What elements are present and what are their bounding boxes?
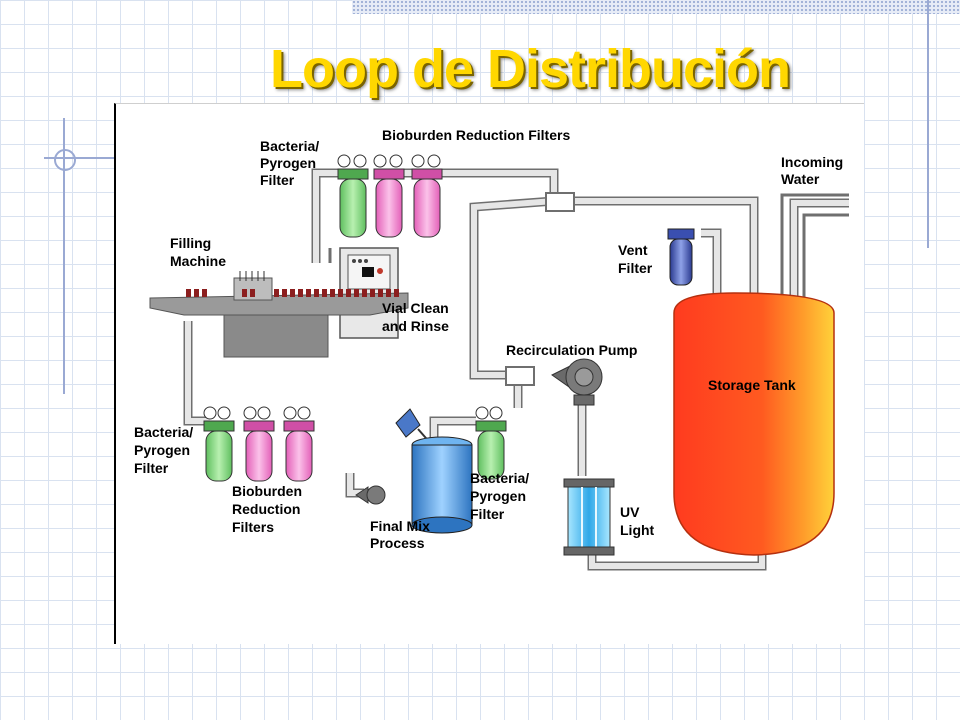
label-storage-tank: Storage Tank	[708, 377, 796, 393]
diagram-labels: Bioburden Reduction Filters Bacteria/ Py…	[134, 127, 843, 551]
pink-filter-icon	[243, 406, 275, 482]
pink-filter-icon	[283, 406, 315, 482]
label-uv-1: UV	[620, 504, 640, 520]
left-decor-vertical-line	[63, 118, 65, 394]
label-vent-2: Filter	[618, 260, 653, 276]
label-bacteria-left-1: Bacteria/	[134, 424, 193, 440]
top-dotted-band	[352, 0, 960, 14]
filling-machine	[149, 271, 409, 358]
slide-title: Loop de Distribución	[270, 39, 791, 99]
label-bacteria-top-1: Bacteria/	[260, 138, 319, 154]
label-incoming-1: Incoming	[781, 154, 843, 170]
top-filter-bank	[337, 154, 443, 238]
storage-tank	[673, 292, 835, 556]
label-vent-1: Vent	[618, 242, 648, 258]
distribution-loop-diagram: Bioburden Reduction Filters Bacteria/ Py…	[134, 127, 849, 571]
mid-green-filter-icon	[475, 406, 507, 480]
label-vial-1: Vial Clean	[382, 300, 449, 316]
green-filter-icon	[203, 406, 235, 482]
final-mix-pump-icon	[355, 485, 386, 505]
recirculation-pump-icon	[551, 358, 603, 406]
vent-filter-icon	[667, 228, 695, 286]
label-bioburden-bottom-2: Reduction	[232, 501, 300, 517]
label-bacteria-top-3: Filter	[260, 172, 295, 188]
green-filter-icon	[337, 154, 369, 238]
label-recirculation-pump: Recirculation Pump	[506, 342, 637, 358]
label-final-mix-2: Process	[370, 535, 425, 551]
bottom-filter-bank	[203, 406, 315, 482]
label-bacteria-top-2: Pyrogen	[260, 155, 316, 171]
label-uv-2: Light	[620, 522, 655, 538]
label-bacteria-left-2: Pyrogen	[134, 442, 190, 458]
tee-connector-pump	[505, 366, 535, 386]
label-bacteria-mid-1: Bacteria/	[470, 470, 529, 486]
label-bacteria-mid-3: Filter	[470, 506, 505, 522]
label-bioburden-bottom-3: Filters	[232, 519, 274, 535]
label-filling-1: Filling	[170, 235, 211, 251]
label-bioburden-top: Bioburden Reduction Filters	[382, 127, 570, 143]
label-bacteria-mid-2: Pyrogen	[470, 488, 526, 504]
label-bacteria-left-3: Filter	[134, 460, 169, 476]
uv-light-icon	[563, 478, 615, 556]
pink-filter-icon	[373, 154, 405, 238]
label-bioburden-bottom-1: Bioburden	[232, 483, 302, 499]
label-final-mix-1: Final Mix	[370, 518, 430, 534]
left-decor-horizontal-line	[44, 157, 118, 159]
label-incoming-2: Water	[781, 171, 820, 187]
pink-filter-icon	[411, 154, 443, 238]
final-mix-tank	[395, 408, 473, 534]
label-filling-2: Machine	[170, 253, 226, 269]
label-vial-2: and Rinse	[382, 318, 449, 334]
right-decor-vertical-line	[927, 0, 929, 248]
left-decor-ring	[54, 149, 76, 171]
tee-connector-top	[545, 192, 575, 212]
